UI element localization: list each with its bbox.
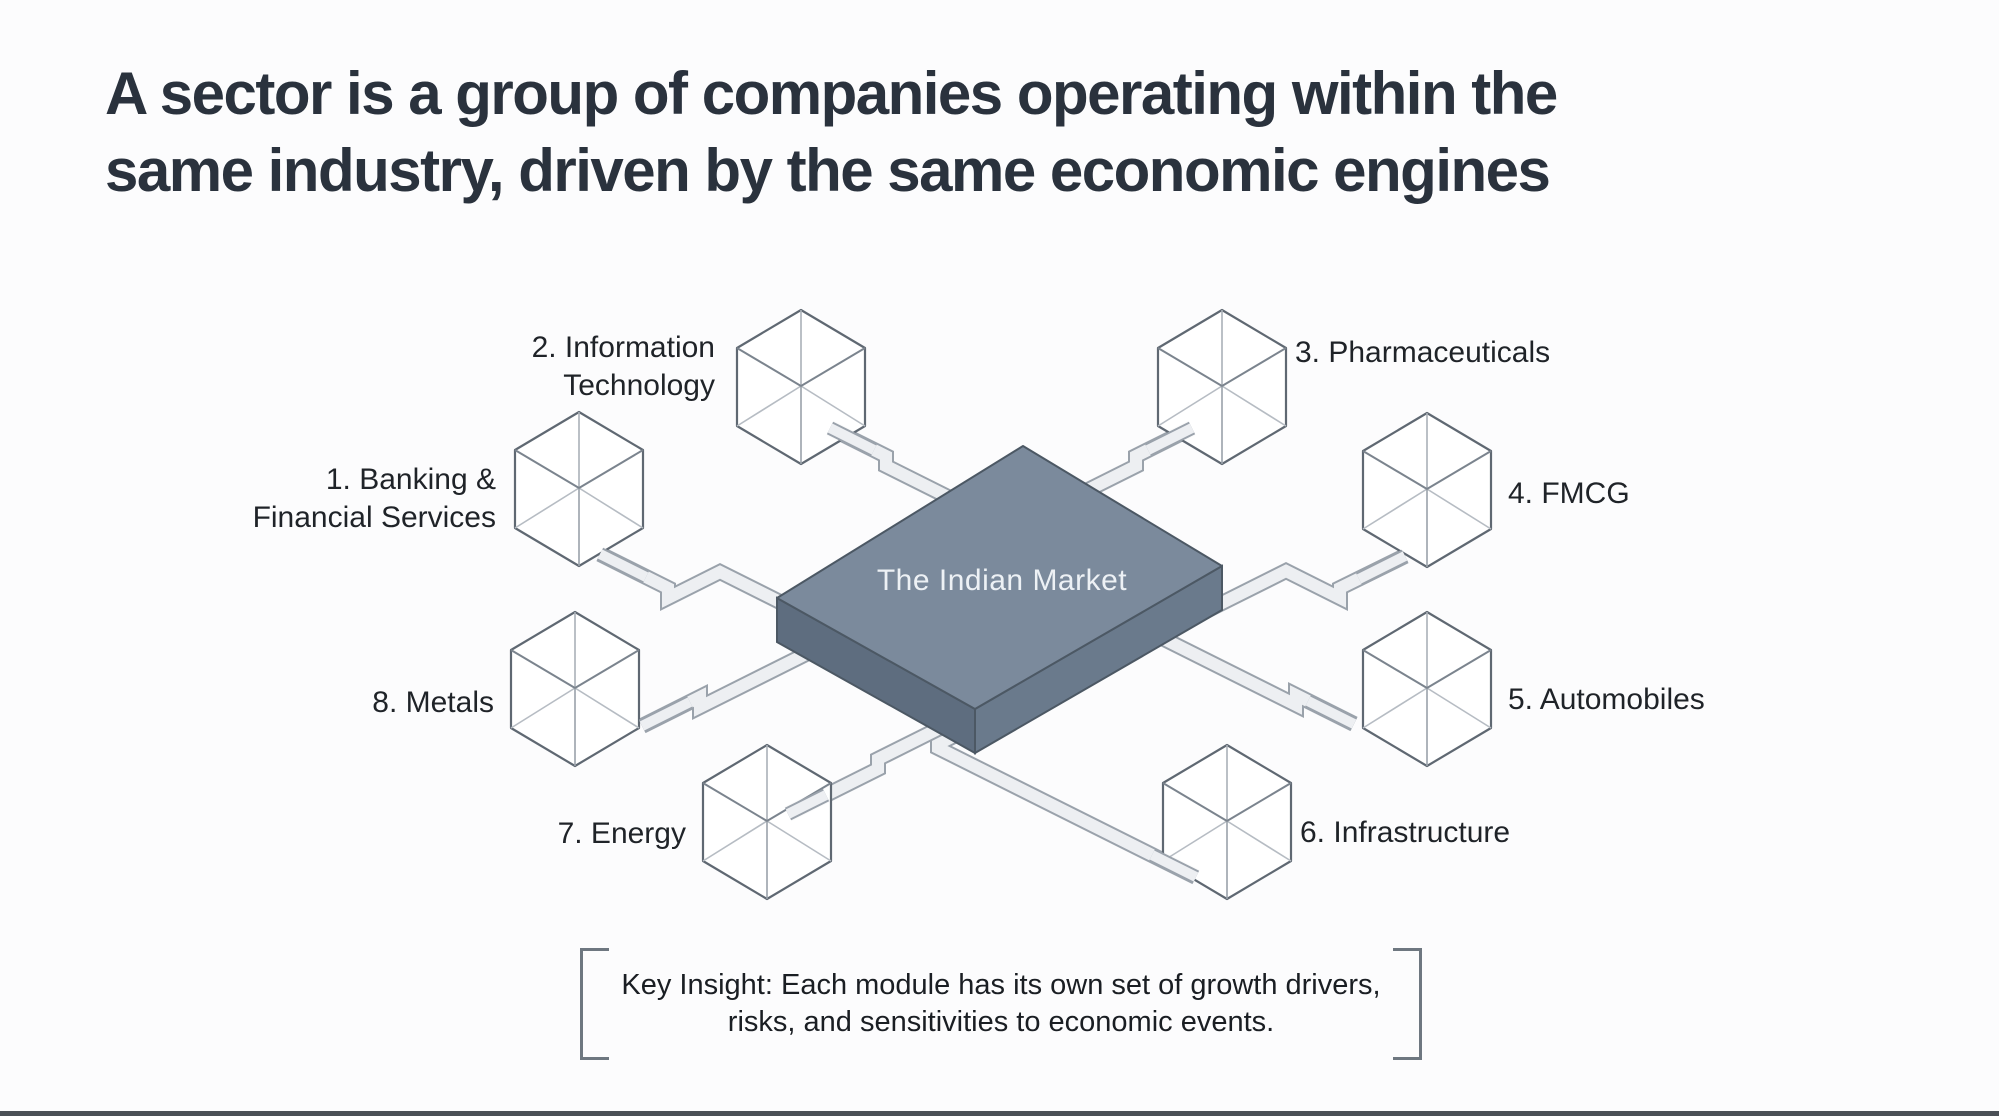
sector-label-infrastructure: 6. Infrastructure: [1300, 814, 1630, 852]
sector-label-line: Technology: [563, 369, 715, 402]
sector-label-line: 8. Metals: [372, 686, 494, 719]
slide-title-line1: A sector is a group of companies operati…: [105, 60, 1558, 127]
sector-label-energy: 7. Energy: [386, 815, 686, 853]
connector-stub-banking: [596, 547, 650, 584]
sector-label-line: 7. Energy: [557, 817, 686, 850]
connector-stub-automobiles: [1304, 694, 1358, 731]
connector-stub-pharmaceuticals: [1144, 421, 1196, 457]
cube-automobiles: [1361, 610, 1493, 768]
sector-label-banking: 1. Banking & Financial Services: [196, 461, 496, 537]
sector-label-line: 5. Automobiles: [1508, 683, 1705, 716]
connector-stub-metals: [638, 695, 694, 733]
connector-stub-energy: [784, 788, 830, 821]
key-insight-note: Key Insight: Each module has its own set…: [580, 948, 1422, 1060]
key-insight-line2: risks, and sensitivities to economic eve…: [727, 1006, 1275, 1038]
connector-stub-information-technology: [826, 421, 878, 457]
cube-infrastructure: [1161, 743, 1293, 901]
sector-label-line: 6. Infrastructure: [1300, 816, 1511, 849]
market-platform-top: [776, 445, 1223, 710]
sector-label-line: 4. FMCG: [1508, 477, 1630, 510]
cube-fmcg: [1361, 411, 1493, 569]
market-platform-label: The Indian Market: [877, 564, 1127, 597]
cube-banking: [513, 410, 645, 568]
sector-label-pharmaceuticals: 3. Pharmaceuticals: [1295, 334, 1635, 372]
left-bracket-icon: [580, 948, 609, 1060]
sector-label-line: 1. Banking &: [325, 463, 496, 496]
sector-label-metals: 8. Metals: [194, 684, 494, 722]
sector-label-line: 2. Information: [531, 331, 715, 364]
right-bracket-icon: [1393, 948, 1422, 1060]
cube-energy: [701, 743, 833, 901]
sector-label-automobiles: 5. Automobiles: [1508, 681, 1818, 719]
slide-title: A sector is a group of companies operati…: [105, 55, 1755, 209]
connector-stub-fmcg: [1355, 549, 1409, 586]
market-platform: The Indian Market: [776, 445, 1223, 755]
connector-stub-infrastructure: [1148, 848, 1200, 884]
cube-metals: [509, 610, 641, 768]
sector-label-line: 3. Pharmaceuticals: [1295, 336, 1551, 369]
sector-label-line: Financial Services: [252, 501, 496, 534]
sector-label-fmcg: 4. FMCG: [1508, 475, 1758, 513]
key-insight-line1: Key Insight: Each module has its own set…: [621, 969, 1381, 1001]
key-insight-text: Key Insight: Each module has its own set…: [609, 948, 1393, 1060]
connector-energy: [784, 720, 944, 822]
bottom-edge-bar: [0, 1111, 1999, 1116]
slide-title-line2: same industry, driven by the same econom…: [105, 137, 1551, 204]
